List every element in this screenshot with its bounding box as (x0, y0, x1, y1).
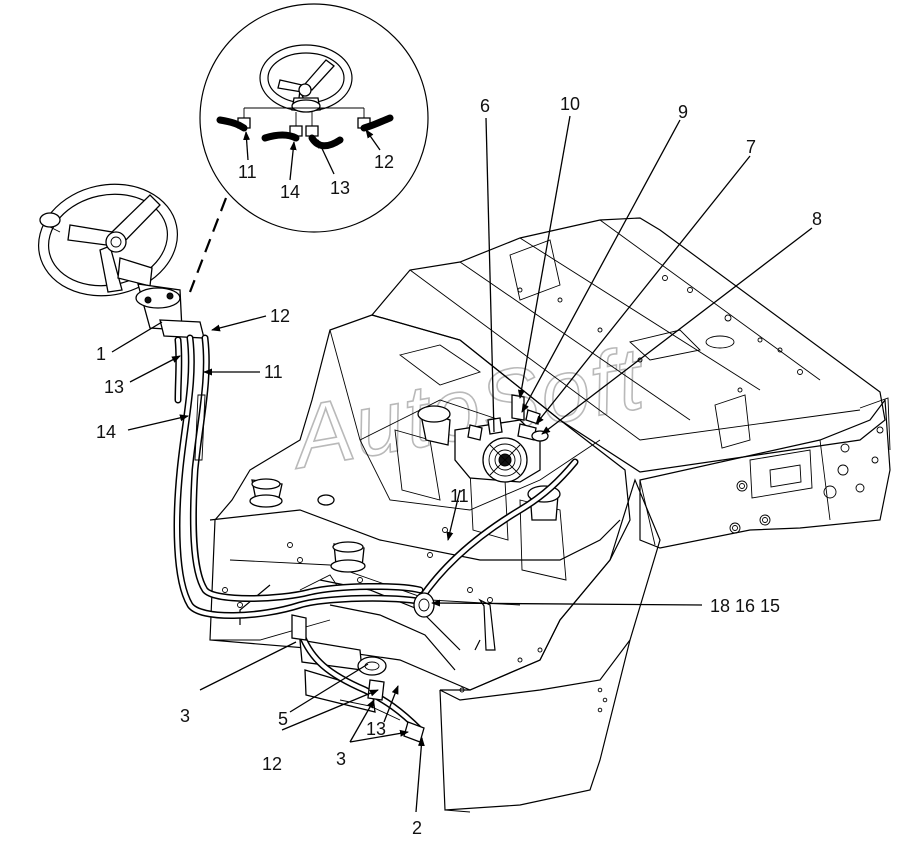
steering-wheel (37, 183, 205, 339)
leader-lines (111, 115, 813, 813)
label-2: 2 (412, 818, 422, 838)
inset-label-14: 14 (280, 182, 300, 202)
inset-connector-dashed (188, 197, 228, 293)
inset-label-12: 12 (374, 152, 394, 172)
label-14: 14 (96, 422, 116, 442)
mount-cylinders (249, 405, 561, 573)
inset-label-13: 13 (330, 178, 350, 198)
callout-labels: 1 13 12 11 14 6 10 9 7 8 11 18 16 15 3 5… (96, 94, 822, 838)
label-1: 1 (96, 344, 106, 364)
label-9: 9 (678, 102, 688, 122)
label-5: 5 (278, 709, 288, 729)
inset-label-11: 11 (238, 162, 257, 182)
label-10: 10 (560, 94, 580, 114)
label-8: 8 (812, 209, 822, 229)
label-12-top: 12 (270, 306, 290, 326)
label-12-bottom: 12 (262, 754, 282, 774)
label-18-16-15: 18 16 15 (710, 596, 780, 616)
label-11-center: 11 (450, 486, 469, 506)
hydraulic-motor (454, 394, 549, 483)
label-11-left: 11 (264, 362, 283, 382)
hydraulic-hoses (173, 334, 579, 743)
label-3-bottom: 3 (336, 749, 346, 769)
label-3-left: 3 (180, 706, 190, 726)
label-7: 7 (746, 137, 756, 157)
label-6: 6 (480, 96, 490, 116)
label-13-left: 13 (104, 377, 124, 397)
chassis-frame (209, 217, 891, 813)
label-13-bottom: 13 (366, 719, 386, 739)
detail-inset (188, 3, 429, 293)
